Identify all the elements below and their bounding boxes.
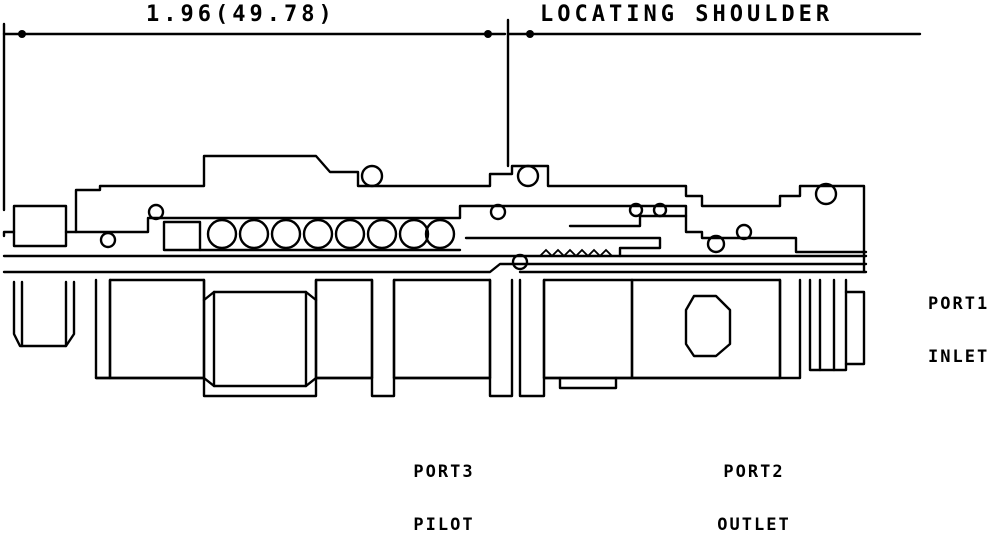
port3-function: PILOT <box>413 515 475 535</box>
valve-body-upper <box>2 154 868 274</box>
valve-body-lower <box>12 278 866 398</box>
port1-label: PORT1 INLET <box>928 262 989 383</box>
port2-name: PORT2 <box>723 462 785 482</box>
dimension-line <box>2 18 922 212</box>
port1-function: INLET <box>928 347 990 367</box>
port3-name: PORT3 <box>413 462 475 482</box>
locating-shoulder-label: LOCATING SHOULDER <box>540 2 834 27</box>
cartridge-valve-drawing: 1.96(49.78) LOCATING SHOULDER PORT1 INLE… <box>2 2 989 534</box>
dimension-label: 1.96(49.78) <box>146 2 336 27</box>
valve-cross-section <box>2 18 922 398</box>
port1-name: PORT1 <box>928 294 990 314</box>
port2-label: PORT2 OUTLET <box>702 430 806 551</box>
port3-label: PORT3 PILOT <box>398 430 490 551</box>
port2-function: OUTLET <box>717 515 791 535</box>
